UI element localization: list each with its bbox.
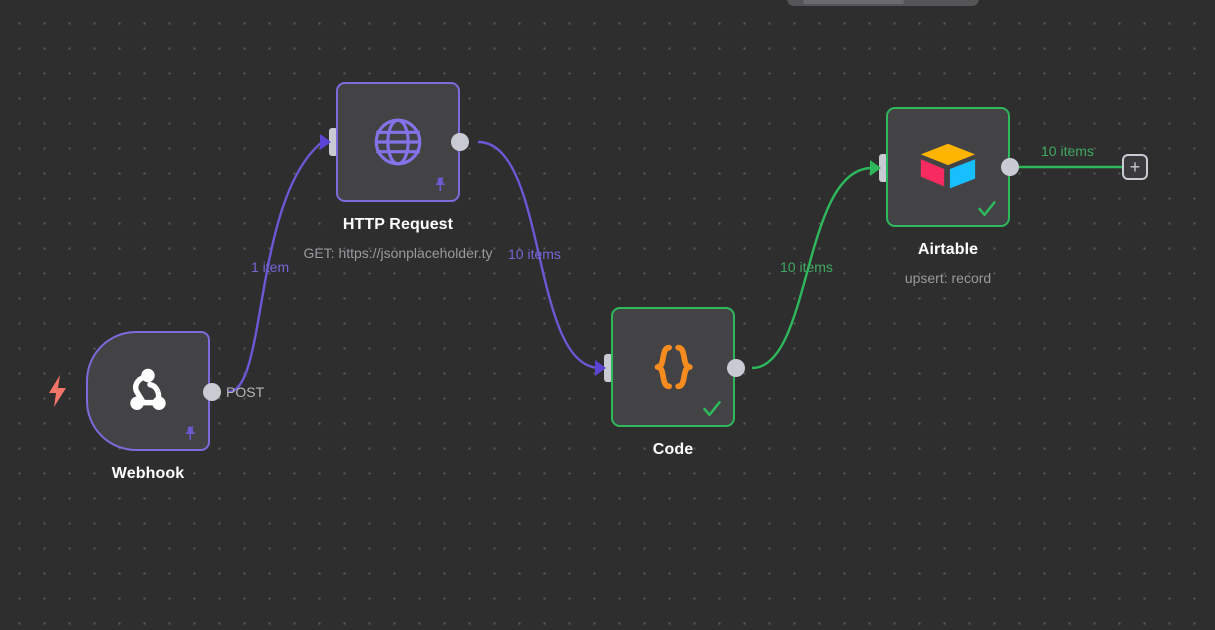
- plus-icon: +: [1129, 157, 1141, 177]
- add-node-button[interactable]: +: [1122, 154, 1148, 180]
- http-request-input-port[interactable]: [329, 128, 338, 156]
- http-request-input-arrow: [320, 134, 331, 150]
- webhook-output-label: POST: [226, 384, 265, 400]
- top-toolbar-panel[interactable]: [787, 0, 979, 6]
- airtable-input-arrow: [870, 160, 881, 176]
- node-label-code: Code: [652, 441, 694, 458]
- pin-icon: [185, 426, 195, 440]
- code-input-arrow: [595, 360, 606, 376]
- globe-icon: [374, 118, 422, 166]
- toolbar-handle: [803, 0, 904, 4]
- node-airtable[interactable]: [886, 107, 1010, 227]
- http-request-output-dot[interactable]: [451, 133, 469, 151]
- node-subtitle-airtable: upsert: record: [904, 270, 992, 286]
- pin-icon: [435, 177, 445, 191]
- code-braces-icon: [654, 344, 693, 390]
- code-output-dot[interactable]: [727, 359, 745, 377]
- node-http-request[interactable]: [336, 82, 460, 202]
- airtable-icon: [920, 143, 976, 189]
- webhook-icon: [130, 368, 166, 410]
- node-label-airtable: Airtable: [917, 241, 979, 258]
- success-check-icon: [978, 201, 996, 217]
- node-subtitle-http-request: GET: https://jsonplaceholder.ty: [303, 245, 493, 261]
- success-check-icon: [703, 401, 721, 417]
- node-webhook[interactable]: [86, 331, 210, 451]
- webhook-output-dot[interactable]: [203, 383, 221, 401]
- edge-label-airtable-add: 10 items: [1041, 143, 1094, 159]
- node-code[interactable]: [611, 307, 735, 427]
- code-input-port[interactable]: [604, 354, 613, 382]
- airtable-input-port[interactable]: [879, 154, 888, 182]
- edge-label-code-airtable: 10 items: [780, 259, 833, 275]
- airtable-output-dot[interactable]: [1001, 158, 1019, 176]
- lightning-bolt-icon: [49, 375, 66, 407]
- node-label-http-request: HTTP Request: [342, 216, 454, 233]
- node-label-webhook: Webhook: [111, 465, 185, 482]
- edge-label-http-code: 10 items: [508, 246, 561, 262]
- edge-label-webhook-http: 1 item: [251, 259, 290, 275]
